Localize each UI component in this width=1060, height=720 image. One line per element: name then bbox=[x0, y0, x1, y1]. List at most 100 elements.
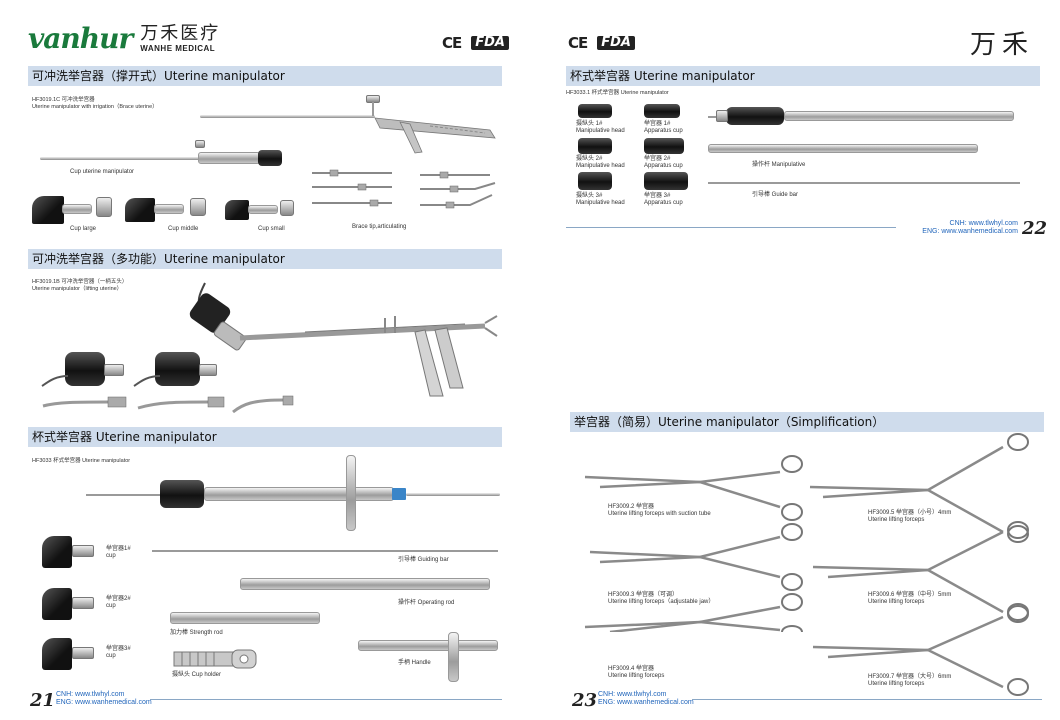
forceps-label: HF3009.7 举宫器（大号）6mm Uterine lifting forc… bbox=[868, 674, 951, 688]
cup-small-image bbox=[225, 200, 249, 220]
forceps-code: HF3009.6 举宫器（中号）5mm bbox=[868, 592, 952, 598]
forceps-label: HF3009.2 举宫器 Uterine lifting forceps wit… bbox=[608, 504, 711, 518]
certifications: CE FDA bbox=[442, 34, 509, 52]
instrument-tip bbox=[86, 494, 166, 496]
cup-cn: 举宫器 2# bbox=[644, 156, 671, 162]
fda-mark-icon: FDA bbox=[471, 36, 509, 50]
forceps-label: HF3009.6 举宫器（中号）5mm Uterine lifting forc… bbox=[868, 592, 951, 606]
label-cup-uterine: Cup uterine manipulator bbox=[70, 169, 135, 175]
cup-3-image bbox=[42, 638, 72, 670]
cup-stem bbox=[62, 204, 92, 214]
label-brace-tip: Brace tip,articulating bbox=[352, 224, 407, 230]
forceps-label: HF3009.3 举宫器（可调） Uterine lifting forceps… bbox=[608, 592, 714, 606]
code-cn: HF3019.1C 可冲洗举宫器 bbox=[32, 97, 95, 103]
forceps-en: Uterine lifting forceps（adjustable jaw） bbox=[608, 599, 715, 605]
footer-eng-link[interactable]: ENG: www.wanhemedical.com bbox=[56, 699, 152, 706]
forceps-en: Uterine lifting forceps bbox=[868, 517, 925, 523]
cup-en: Apparatus cup bbox=[644, 163, 683, 169]
cup-cn: 举宫器1# bbox=[106, 546, 131, 552]
footer-divider bbox=[692, 699, 1042, 700]
footer-eng-link[interactable]: ENG: www.wanhemedical.com bbox=[922, 228, 1018, 235]
forceps-code: HF3009.2 举宫器 bbox=[608, 504, 655, 510]
instrument-body bbox=[198, 152, 260, 164]
manipulator-head-image bbox=[155, 352, 200, 386]
cup-label: 举宫器2# cup bbox=[106, 596, 131, 610]
head-label: 摄纵头 2# Manipulative head bbox=[576, 156, 625, 170]
page-number: 22 bbox=[1022, 218, 1048, 239]
footer-cnh-link[interactable]: CNH: www.tlwhyl.com bbox=[598, 691, 667, 698]
forceps-en: Uterine lifting forceps bbox=[608, 673, 665, 679]
cup-cn: 举宫器3# bbox=[106, 646, 131, 652]
forceps-code: HF3009.4 举宫器 bbox=[608, 666, 655, 672]
label-guiding-bar: 引导棒 Guiding bar bbox=[398, 557, 449, 563]
assembly-head bbox=[726, 107, 784, 125]
cup-stem bbox=[72, 647, 94, 659]
cup-label: 举宫器1# cup bbox=[106, 546, 131, 560]
cup-en: cup bbox=[106, 553, 116, 559]
forceps-label: HF3009.4 举宫器 Uterine lifting forceps bbox=[608, 666, 664, 680]
forceps-en: Uterine lifting forceps bbox=[868, 599, 925, 605]
cup-middle-image bbox=[125, 198, 155, 222]
label-strength-rod: 加力棒 Strength rod bbox=[170, 630, 223, 636]
label-cup-middle: Cup middle bbox=[168, 226, 199, 232]
footer-eng-link[interactable]: ENG: www.wanhemedical.com bbox=[598, 699, 694, 706]
right-page: CE FDA 万禾 杯式举宫器 Uterine manipulator HF30… bbox=[530, 0, 1060, 720]
apparatus-cup-1 bbox=[644, 104, 680, 118]
cup-stem bbox=[248, 205, 278, 214]
cup-1-image bbox=[42, 536, 72, 568]
forceps-code: HF3009.5 举宫器（小号）4mm bbox=[868, 510, 952, 516]
product-code: HF3033.1 杯式举宫器 Uterine manipulator bbox=[566, 90, 669, 96]
head-label: 摄纵头 3# Manipulative head bbox=[576, 193, 625, 207]
footer-cnh-link[interactable]: CNH: www.tlwhyl.com bbox=[56, 691, 125, 698]
apparatus-cup-2 bbox=[644, 138, 684, 154]
instrument-body bbox=[204, 487, 394, 501]
instrument-shaft bbox=[406, 493, 500, 496]
head-cn: 摄纵头 3# bbox=[576, 193, 603, 199]
cup-en: Apparatus cup bbox=[644, 128, 683, 134]
manipulative-head-3 bbox=[578, 172, 612, 190]
brand-logo: vanhur 万禾医疗 WANHE MEDICAL bbox=[28, 22, 220, 55]
logo-cn: 万禾医疗 bbox=[140, 22, 221, 44]
footer-urls: CNH: www.tlwhyl.com ENG: www.wanhemedica… bbox=[898, 220, 1018, 236]
brand-name-cn: 万禾 bbox=[969, 30, 1034, 60]
footer-divider bbox=[150, 699, 502, 700]
manipulative-head-1 bbox=[578, 104, 612, 118]
apparatus-cup-3 bbox=[644, 172, 688, 190]
cup-label: 举宫器 2# Apparatus cup bbox=[644, 156, 683, 170]
strength-rod-image bbox=[170, 612, 320, 624]
cup-en: cup bbox=[106, 603, 116, 609]
forceps-right-svg bbox=[809, 433, 1029, 696]
guiding-bar-image bbox=[152, 550, 498, 552]
guide-bar-image bbox=[708, 182, 1020, 184]
certifications: CE FDA bbox=[568, 34, 635, 52]
section-title: 杯式举宫器 Uterine manipulator bbox=[28, 427, 502, 447]
cup-cn: 举宫器2# bbox=[106, 596, 131, 602]
cup-label: 举宫器 1# Apparatus cup bbox=[644, 121, 683, 135]
product-code: HF3019.1B 可冲洗举宫器（一柄五头） Uterine manipulat… bbox=[32, 279, 127, 293]
t-handle-bar bbox=[346, 455, 356, 531]
label-cup-small: Cup small bbox=[258, 226, 285, 232]
ce-mark-icon: CE bbox=[568, 34, 588, 52]
footer-cnh-link[interactable]: CNH: www.tlwhyl.com bbox=[949, 220, 1018, 227]
cup-knob bbox=[280, 200, 294, 216]
code-en: Uterine manipulator（lifting uterine） bbox=[32, 286, 123, 292]
head-connector bbox=[199, 364, 217, 376]
label-cup-holder: 摄纵头 Cup holder bbox=[172, 672, 222, 678]
cup-stem bbox=[154, 204, 184, 214]
handle-t-image bbox=[448, 632, 459, 682]
forceps-code: HF3009.7 举宫器（大号）6mm bbox=[868, 674, 952, 680]
footer-urls: CNH: www.tlwhyl.com ENG: www.wanhemedica… bbox=[56, 691, 152, 707]
footer-urls: CNH: www.tlwhyl.com ENG: www.wanhemedica… bbox=[598, 691, 694, 707]
page-number: 23 bbox=[572, 690, 598, 711]
logo-en: WANHE MEDICAL bbox=[140, 43, 216, 53]
head-cn: 摄纵头 2# bbox=[576, 156, 603, 162]
section-title: 杯式举宫器 Uterine manipulator bbox=[566, 66, 1040, 86]
head-en: Manipulative head bbox=[576, 200, 625, 206]
tube-svg bbox=[133, 375, 161, 387]
label-operating-rod: 操作杆 Operating rod bbox=[398, 600, 455, 606]
code-cn: HF3019.1B 可冲洗举宫器（一柄五头） bbox=[32, 279, 128, 285]
operating-rod-image bbox=[240, 578, 490, 590]
cup-knob bbox=[96, 197, 112, 217]
tips-row-svg bbox=[42, 395, 294, 414]
forceps-en: Uterine lifting forceps bbox=[868, 681, 925, 687]
